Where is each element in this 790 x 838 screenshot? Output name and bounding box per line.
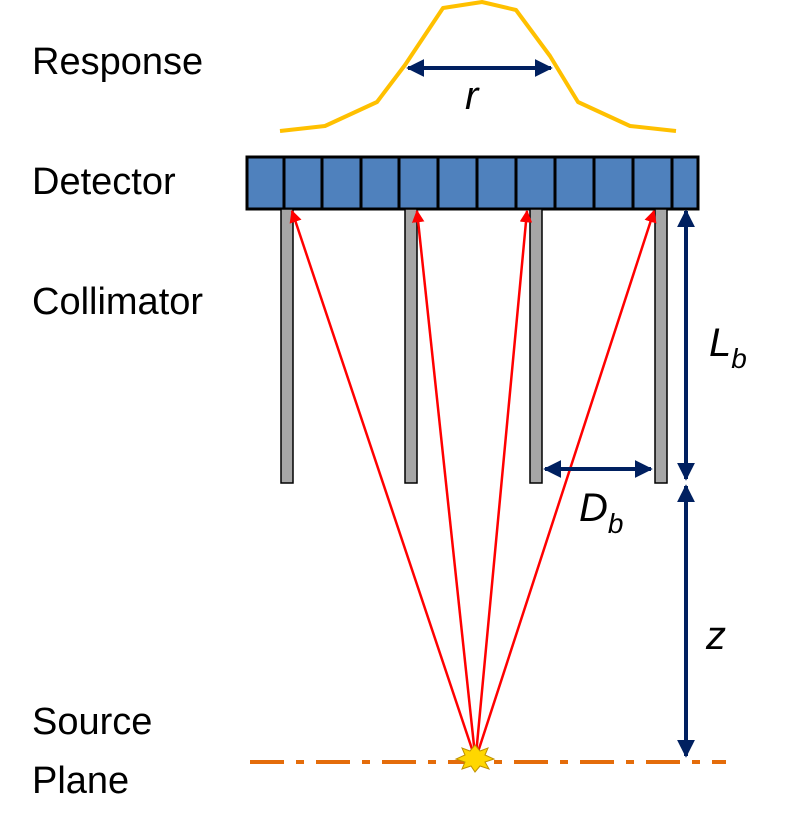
response-curve — [279, 0, 677, 133]
lb-subscript: b — [731, 343, 747, 374]
ray — [474, 209, 533, 756]
septum — [654, 208, 668, 484]
lb-symbol: Lb — [709, 321, 747, 374]
db-symbol: Db — [579, 486, 623, 539]
ray — [411, 209, 477, 756]
lb-main: L — [709, 321, 731, 365]
z-symbol: z — [705, 614, 726, 658]
db-subscript: b — [608, 508, 624, 539]
response-label: Response — [32, 41, 203, 83]
collimator-label: Collimator — [32, 281, 203, 323]
septum — [280, 208, 294, 484]
detector-array — [245, 155, 700, 211]
gamma-rays — [289, 209, 657, 756]
collimator-septa — [280, 208, 668, 484]
detector-label: Detector — [32, 161, 176, 203]
db-main: D — [579, 486, 608, 530]
ray — [289, 209, 476, 756]
ray — [475, 209, 657, 756]
r-symbol: r — [465, 74, 480, 118]
septum — [529, 208, 543, 484]
point-source — [454, 744, 496, 773]
source-label-line2: Plane — [32, 760, 129, 802]
septum — [404, 208, 418, 484]
source-label-line1: Source — [32, 701, 152, 743]
